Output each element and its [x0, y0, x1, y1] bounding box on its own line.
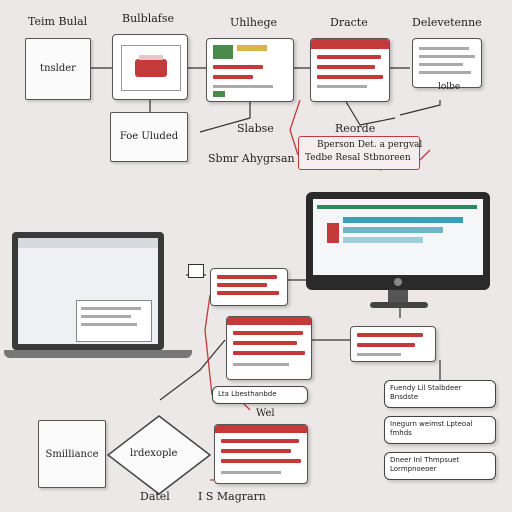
- panel-bulblafse-frame: [121, 45, 181, 91]
- panel-mid: [210, 268, 288, 306]
- device-top: [139, 55, 163, 60]
- label-slabse: Slabse: [237, 122, 274, 135]
- screen-bar: [343, 227, 443, 233]
- screen-red-block: [327, 223, 339, 243]
- gray-row: [317, 85, 367, 88]
- gray-row: [419, 47, 469, 50]
- laptop-base: [4, 350, 192, 358]
- wire-down-2: [199, 100, 251, 133]
- panel-bottom: [214, 424, 308, 484]
- gray-row: [357, 353, 401, 356]
- wire-card-left: [159, 339, 226, 401]
- red-row: [357, 333, 423, 337]
- red-row: [317, 75, 383, 79]
- pill-inegurn: Inegurn weimst Lpteoal fmhds: [384, 416, 496, 444]
- screen-bar: [317, 205, 477, 209]
- gray-row: [419, 55, 475, 58]
- box-tnslder-text: tnslder: [40, 63, 76, 74]
- gray-row: [221, 471, 281, 474]
- small-window-icon: [188, 264, 204, 278]
- label-datel: Datel: [140, 490, 170, 503]
- pill-dneer: Dneer Inl Thmpsuet Lormpnoeoer: [384, 452, 496, 480]
- box-smilliance: Smilliance: [38, 420, 106, 488]
- red-row: [317, 65, 375, 69]
- header-bar: [215, 425, 307, 433]
- panel-bulblafse: [112, 34, 188, 100]
- red-row: [221, 449, 291, 453]
- red-wire-1: [289, 99, 301, 156]
- panel-right: [350, 326, 436, 362]
- label-tedbe: Tedbe Resal Stbnoreen: [305, 153, 411, 163]
- box-bperson: Bperson Det. a pergval Tedbe Resal Stbno…: [298, 136, 423, 170]
- red-row: [357, 343, 415, 347]
- yellow-bar: [237, 45, 267, 51]
- decision-diamond: [106, 415, 212, 495]
- box-tnslder: tnslder: [25, 38, 91, 100]
- panel-dracte: [310, 38, 390, 102]
- label-teim-bulal: Teim Bulal: [28, 15, 88, 28]
- label-uhlhege: Uhlhege: [230, 16, 278, 29]
- red-row: [317, 55, 381, 59]
- label-wel: Wel: [256, 408, 275, 419]
- gray-row: [81, 315, 131, 318]
- red-wire-2: [204, 294, 213, 396]
- laptop-screen: [18, 238, 158, 344]
- monitor-screen: [313, 199, 483, 275]
- screen-bar: [343, 237, 423, 243]
- label-dracte: Dracte: [330, 16, 368, 29]
- screen-bar: [343, 217, 463, 223]
- red-row: [213, 75, 253, 79]
- label-lolbe: lolbe: [438, 82, 461, 92]
- green-chip: [213, 91, 225, 97]
- laptop-dialog: [76, 300, 152, 342]
- label-sbmr: Sbmr Ahygrsan: [208, 152, 295, 165]
- label-bulblafse: Bulblafse: [122, 12, 175, 25]
- red-device-icon: [135, 59, 167, 77]
- panel-uhlhege: [206, 38, 294, 102]
- wire-down-4: [399, 100, 441, 116]
- gray-row: [233, 363, 289, 366]
- monitor-stand: [370, 302, 428, 308]
- red-row: [221, 439, 299, 443]
- monitor-frame: [306, 192, 490, 290]
- gray-row: [419, 63, 463, 66]
- red-row: [217, 291, 279, 295]
- wire-down-3: [344, 99, 396, 126]
- header-bar: [311, 39, 389, 49]
- power-button-icon: [394, 278, 402, 286]
- monitor-neck: [388, 290, 408, 304]
- red-row: [221, 459, 301, 463]
- label-reorde: Reorde: [335, 122, 376, 135]
- pill-fuendy: Fuendy Lil Stalbdeer Bnsdste: [384, 380, 496, 408]
- red-row: [233, 351, 305, 355]
- panel-delevetenne: [412, 38, 482, 88]
- gray-row: [81, 323, 137, 326]
- red-row: [233, 331, 303, 335]
- label-bperson: Bperson Det. a pergval: [317, 140, 423, 150]
- label-magrarn: I S Magrarn: [198, 490, 266, 503]
- panel-lower: [226, 316, 312, 380]
- red-row: [233, 341, 297, 345]
- red-row: [217, 275, 277, 279]
- box-foe-uluded-text: Foe Uluded: [119, 131, 179, 142]
- pill-lta: Lta Lbesthanbde: [212, 386, 308, 404]
- red-row: [217, 283, 267, 287]
- laptop-toolbar: [18, 238, 158, 248]
- label-delevetenne: Delevetenne: [412, 16, 482, 29]
- gray-row: [81, 307, 141, 310]
- header-bar: [227, 317, 311, 325]
- gray-row: [213, 85, 273, 88]
- green-block: [213, 45, 233, 59]
- label-lrdexople: lrdexople: [130, 448, 178, 459]
- box-smilliance-text: Smilliance: [45, 449, 99, 460]
- box-foe-uluded: Foe Uluded: [110, 112, 188, 162]
- gray-row: [419, 71, 471, 74]
- laptop-frame: [12, 232, 164, 350]
- red-row: [213, 65, 263, 69]
